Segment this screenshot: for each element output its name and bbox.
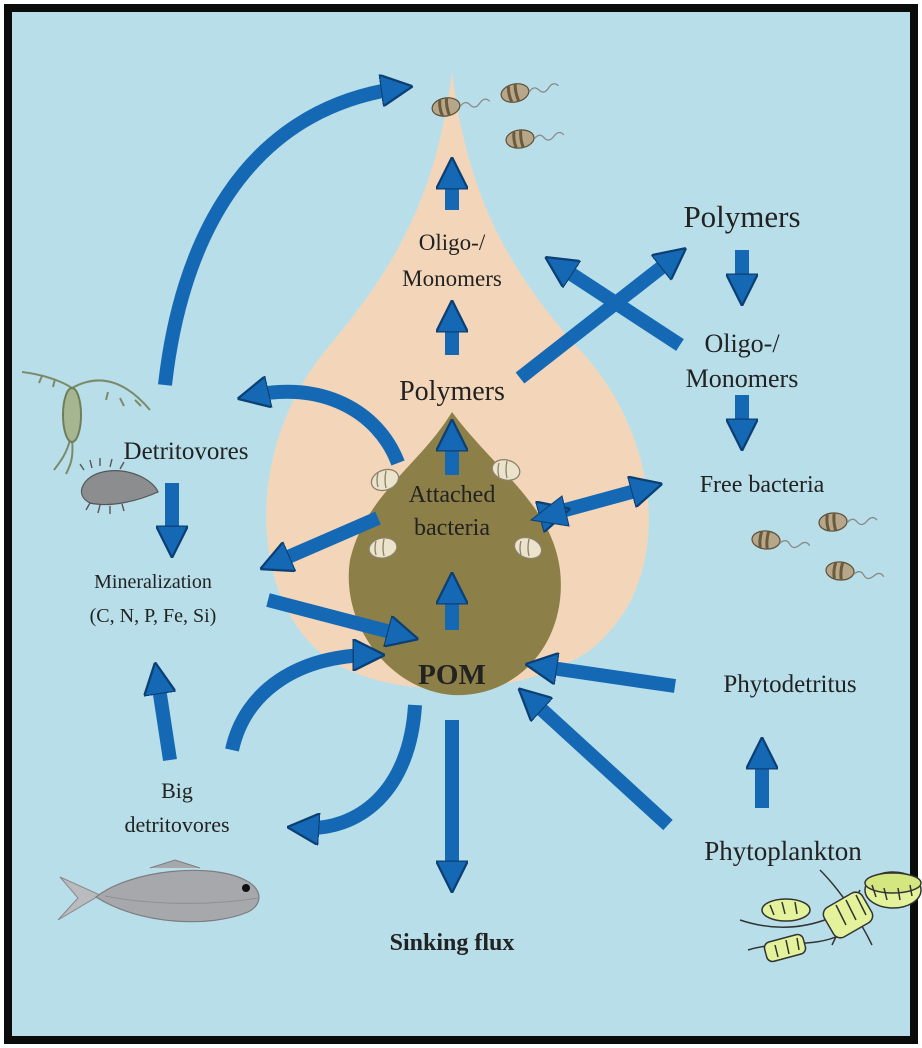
label-big-1: Big [161, 778, 193, 803]
label-oligo-center: Oligo-/ [419, 230, 486, 255]
label-polymers-center: Polymers [399, 376, 505, 407]
label-free-bacteria: Free bacteria [700, 472, 825, 498]
label-sinking-flux: Sinking flux [390, 930, 515, 956]
label-phytodetritus: Phytodetritus [723, 671, 856, 698]
label-attached-1: Attached [409, 482, 496, 508]
label-polymers-right: Polymers [683, 199, 800, 234]
label-pom: POM [418, 659, 486, 691]
label-detritovores: Detritovores [124, 438, 249, 465]
label-monomers-center: Monomers [402, 266, 502, 291]
label-phytoplankton: Phytoplankton [704, 836, 862, 866]
label-attached-2: bacteria [414, 515, 490, 541]
label-monomers-right: Monomers [686, 364, 799, 393]
label-mineralization-1: Mineralization [94, 571, 212, 593]
label-mineralization-2: (C, N, P, Fe, Si) [90, 605, 217, 627]
label-oligo-right: Oligo-/ [704, 329, 780, 358]
label-big-2: detritovores [124, 812, 229, 837]
